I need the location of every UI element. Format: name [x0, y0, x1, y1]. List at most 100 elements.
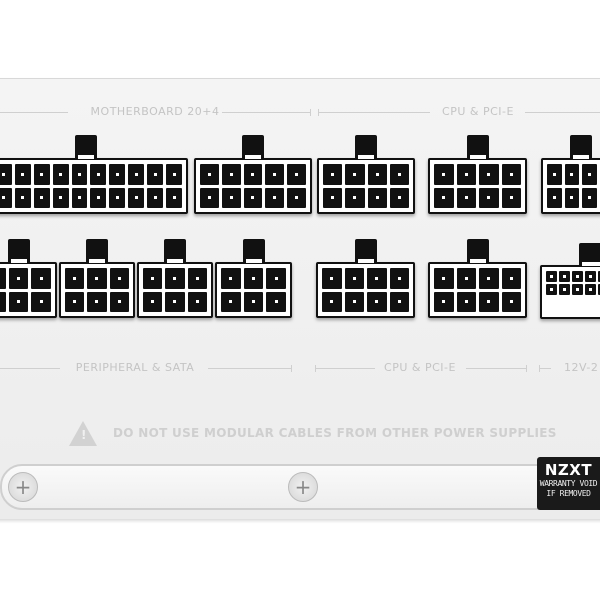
- connector-latch: [466, 135, 489, 159]
- divider-line: [0, 368, 60, 369]
- connector-cpu-pcie-8pin[interactable]: [317, 158, 415, 214]
- pin-socket: [65, 268, 85, 289]
- pin-socket: [434, 187, 454, 208]
- connector-peripheral-sata-6pin[interactable]: [137, 262, 213, 318]
- connector-motherboard-20pin[interactable]: [0, 158, 188, 214]
- pin-socket: [582, 164, 597, 185]
- label-cpu-pcie-top: CPU & PCI-E: [442, 105, 514, 118]
- pin-socket: [8, 291, 29, 312]
- pin-socket: [33, 187, 50, 208]
- connector-latch: [242, 239, 265, 263]
- pin-socket: [501, 164, 521, 185]
- pin-socket: [546, 284, 557, 295]
- pin-socket: [143, 291, 163, 312]
- pin-socket: [221, 268, 241, 289]
- connector-motherboard-10pin[interactable]: [194, 158, 312, 214]
- pin-socket: [265, 187, 285, 208]
- pin-socket: [8, 268, 29, 289]
- pin-socket: [582, 187, 597, 208]
- nzxt-warranty-sticker: NZXT WARRANTY VOID IF REMOVED: [537, 457, 600, 510]
- pin-socket: [87, 291, 107, 312]
- pin-socket: [456, 187, 476, 208]
- pin-socket: [187, 268, 207, 289]
- divider-line: [315, 368, 375, 369]
- pin-socket: [456, 291, 476, 312]
- pin-socket: [456, 164, 476, 185]
- connector-peripheral-sata-6pin[interactable]: [215, 262, 292, 318]
- pin-socket: [546, 271, 557, 282]
- pin-socket: [52, 164, 69, 185]
- pin-socket: [344, 268, 364, 289]
- pin-socket: [109, 187, 126, 208]
- pin-socket: [585, 284, 596, 295]
- pin-socket: [501, 268, 521, 289]
- pin-socket: [243, 164, 263, 185]
- connector-latch: [86, 239, 108, 263]
- divider-line: [466, 368, 526, 369]
- pin-socket: [367, 291, 387, 312]
- pin-socket: [221, 291, 241, 312]
- pin-socket: [323, 164, 343, 185]
- connector-cpu-pcie-8pin[interactable]: [316, 262, 415, 318]
- pin-socket: [479, 291, 499, 312]
- pin-socket: [547, 187, 562, 208]
- pin-socket: [109, 164, 126, 185]
- pin-socket: [345, 164, 365, 185]
- pin-socket: [65, 291, 85, 312]
- pin-socket: [221, 187, 241, 208]
- connector-peripheral-sata-6pin[interactable]: [59, 262, 135, 318]
- pin-socket: [266, 291, 286, 312]
- pin-socket: [31, 268, 51, 289]
- connector-cpu-pcie-8pin[interactable]: [428, 158, 527, 214]
- label-motherboard: MOTHERBOARD 20+4: [90, 105, 220, 118]
- pin-socket: [143, 268, 163, 289]
- divider-line: [525, 112, 600, 113]
- pin-socket: [323, 187, 343, 208]
- pin-socket: [14, 164, 31, 185]
- pin-socket: [434, 164, 454, 185]
- screw-icon: +: [8, 472, 38, 502]
- pin-socket: [243, 268, 264, 289]
- pin-socket: [564, 164, 579, 185]
- warning-triangle-icon: !: [69, 421, 97, 446]
- pin-socket: [389, 291, 409, 312]
- connector-cpu-pcie-8pin[interactable]: [541, 158, 600, 214]
- pin-socket: [287, 187, 306, 208]
- warranty-line-1: WARRANTY VOID: [539, 479, 598, 488]
- pin-socket: [0, 187, 12, 208]
- connector-latch: [75, 135, 97, 159]
- pin-socket: [547, 164, 562, 185]
- pin-socket: [71, 164, 88, 185]
- pin-socket: [585, 271, 596, 282]
- pin-socket: [90, 187, 107, 208]
- divider-line: [0, 112, 68, 113]
- pin-socket: [165, 291, 185, 312]
- pin-socket: [598, 284, 600, 295]
- pin-socket: [243, 187, 263, 208]
- pin-socket: [128, 164, 145, 185]
- pin-socket: [559, 284, 570, 295]
- pin-socket: [501, 187, 521, 208]
- label-cpu-pcie-bottom: CPU & PCI-E: [384, 361, 456, 374]
- pin-socket: [200, 187, 219, 208]
- connector-12v-2x6[interactable]: [540, 265, 600, 319]
- label-peripheral-sata: PERIPHERAL & SATA: [75, 361, 195, 374]
- pin-socket: [31, 291, 51, 312]
- brand-logo: NZXT: [544, 461, 593, 479]
- connector-cpu-pcie-8pin[interactable]: [428, 262, 527, 318]
- connector-peripheral-sata-6pin[interactable]: [0, 262, 57, 318]
- pin-socket: [87, 268, 107, 289]
- pin-socket: [389, 164, 409, 185]
- pin-socket: [572, 284, 583, 295]
- pin-socket: [564, 187, 579, 208]
- pin-socket: [344, 291, 364, 312]
- pin-socket: [434, 268, 454, 289]
- pin-socket: [221, 164, 241, 185]
- connector-latch: [7, 239, 30, 263]
- pin-socket: [479, 268, 499, 289]
- connector-latch: [164, 239, 186, 263]
- warning-text: DO NOT USE MODULAR CABLES FROM OTHER POW…: [113, 426, 557, 440]
- pin-socket: [109, 268, 129, 289]
- pin-socket: [479, 187, 499, 208]
- pin-socket: [367, 187, 387, 208]
